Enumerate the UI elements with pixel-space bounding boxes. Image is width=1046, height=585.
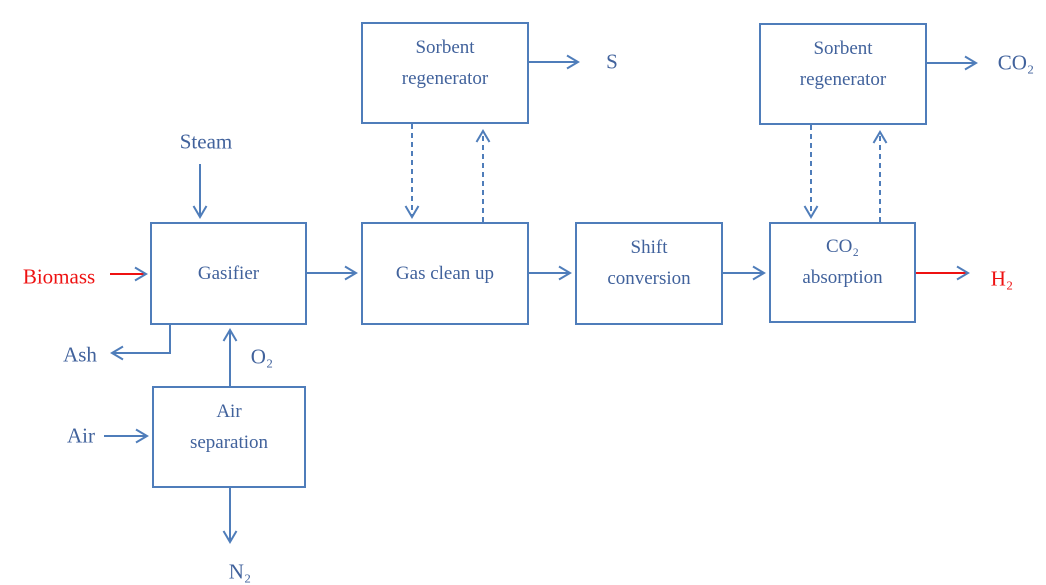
box-air-separation-line2: separation: [189, 431, 269, 453]
box-shift-conversion: Shift conversion: [575, 222, 723, 325]
box-sorbent-regenerator-left-line1: Sorbent: [415, 36, 475, 58]
label-co2-out: CO₂: [997, 50, 1035, 75]
box-air-separation: Air separation: [152, 386, 306, 488]
box-co2-absorption-line2: absorption: [802, 267, 883, 288]
label-nitrogen: N₂: [228, 559, 252, 584]
box-sorbent-regenerator-left-line2: regenerator: [401, 67, 489, 89]
arrow-gasifier-to-ash: [110, 325, 171, 361]
label-h2-out: H₂: [990, 266, 1014, 291]
box-gasifier: Gasifier: [150, 222, 307, 325]
label-sulfur: S: [606, 49, 618, 74]
label-ash: Ash: [63, 342, 97, 367]
box-gasifier-label: Gasifier: [197, 263, 260, 284]
box-shift-conversion-line2: conversion: [607, 268, 691, 289]
box-gas-clean-up-label: Gas clean up: [395, 263, 495, 284]
box-sorbent-regenerator-right-line2: regenerator: [799, 68, 887, 90]
box-sorbent-regenerator-left: Sorbent regenerator: [361, 22, 529, 124]
label-air: Air: [67, 423, 95, 448]
box-air-separation-line1: Air: [216, 400, 242, 422]
box-shift-conversion-line1: Shift: [630, 237, 668, 258]
box-co2-absorption-line1: CO₂: [825, 236, 860, 257]
label-biomass: Biomass: [22, 264, 96, 289]
label-oxygen: O₂: [250, 344, 274, 369]
box-co2-absorption: CO₂ absorption: [769, 222, 916, 323]
box-gas-clean-up: Gas clean up: [361, 222, 529, 325]
box-sorbent-regenerator-right-line1: Sorbent: [813, 37, 873, 59]
label-steam: Steam: [179, 129, 233, 154]
box-sorbent-regenerator-right: Sorbent regenerator: [759, 23, 927, 125]
